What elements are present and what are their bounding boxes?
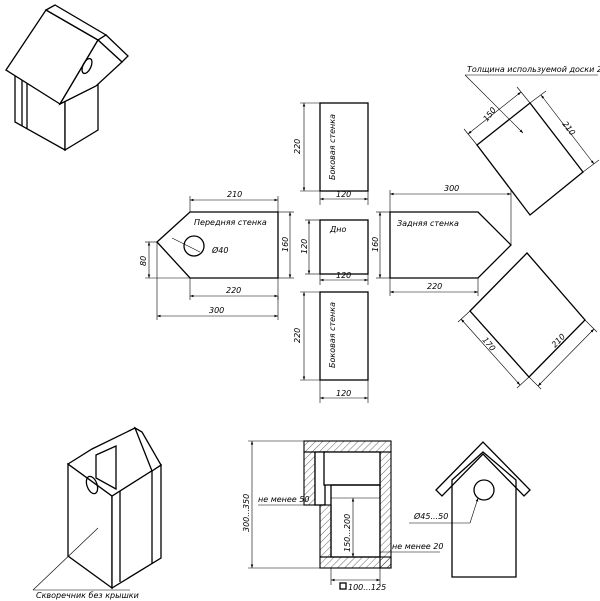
- back-wall-label: Задняя стенка: [397, 219, 459, 228]
- dim-220: 220: [293, 139, 302, 154]
- dim-120: 120: [336, 190, 351, 199]
- dim-220: 220: [293, 328, 302, 343]
- dim-210: 210: [227, 190, 242, 199]
- entrance-hole: [81, 57, 93, 75]
- dim-80: 80: [139, 256, 148, 266]
- dim-160: 160: [281, 237, 290, 252]
- bottom-label: Дно: [329, 225, 346, 234]
- entrance-hole: [183, 235, 205, 257]
- dim-150: 150: [481, 106, 498, 124]
- hole-diameter-40: Ø40: [211, 245, 228, 255]
- roof-board-top: Толщина используемой доски 20 мм 150 210: [463, 65, 600, 216]
- entrance-hole: [473, 479, 495, 501]
- dim-210: 210: [550, 332, 567, 349]
- dim-210: 210: [560, 120, 577, 138]
- dim-300-350: 300...350: [242, 494, 251, 532]
- bottom-piece: Дно 120 120: [300, 219, 369, 285]
- dim-300: 300: [209, 306, 224, 315]
- dim-100-125: 100...125: [348, 583, 386, 592]
- min-20-label: не менее 20: [392, 542, 443, 551]
- no-roof-note: Скворечник без крышки: [36, 591, 139, 600]
- board-thickness-note: Толщина используемой доски 20 мм: [467, 65, 600, 74]
- back-wall: Задняя стенка 300 160 220: [371, 184, 512, 296]
- entrance-hole: [85, 475, 99, 495]
- side-wall-top: Боковая стенка 220 120: [293, 102, 369, 205]
- front-elevation: Ø45...50: [409, 441, 531, 578]
- square-symbol: [339, 582, 347, 590]
- front-wall-label: Передняя стенка: [194, 218, 267, 227]
- side-wall-label: Боковая стенка: [328, 114, 337, 180]
- section-view: 300...350 не менее 50 150...200 не менее…: [242, 440, 443, 592]
- front-wall: Передняя стенка Ø40 210 80 160 220 300: [139, 190, 294, 320]
- dim-120: 120: [300, 239, 309, 254]
- min-50-label: не менее 50: [258, 495, 309, 504]
- dim-120: 120: [336, 271, 351, 280]
- dim-220: 220: [427, 282, 442, 291]
- dim-220: 220: [226, 286, 241, 295]
- dim-300: 300: [444, 184, 459, 193]
- iso-birdhouse-no-roof: Скворечник без крышки: [32, 426, 162, 600]
- hole-diameter-45-50: Ø45...50: [413, 511, 448, 521]
- iso-birdhouse-roof: [5, 4, 129, 152]
- roof-board-bottom: 170 210: [457, 252, 598, 390]
- dim-120: 120: [336, 389, 351, 398]
- side-wall-label: Боковая стенка: [328, 302, 337, 368]
- dim-160: 160: [371, 237, 380, 252]
- side-wall-bottom: Боковая стенка 220 120: [293, 291, 369, 403]
- dim-150-200: 150...200: [343, 514, 352, 552]
